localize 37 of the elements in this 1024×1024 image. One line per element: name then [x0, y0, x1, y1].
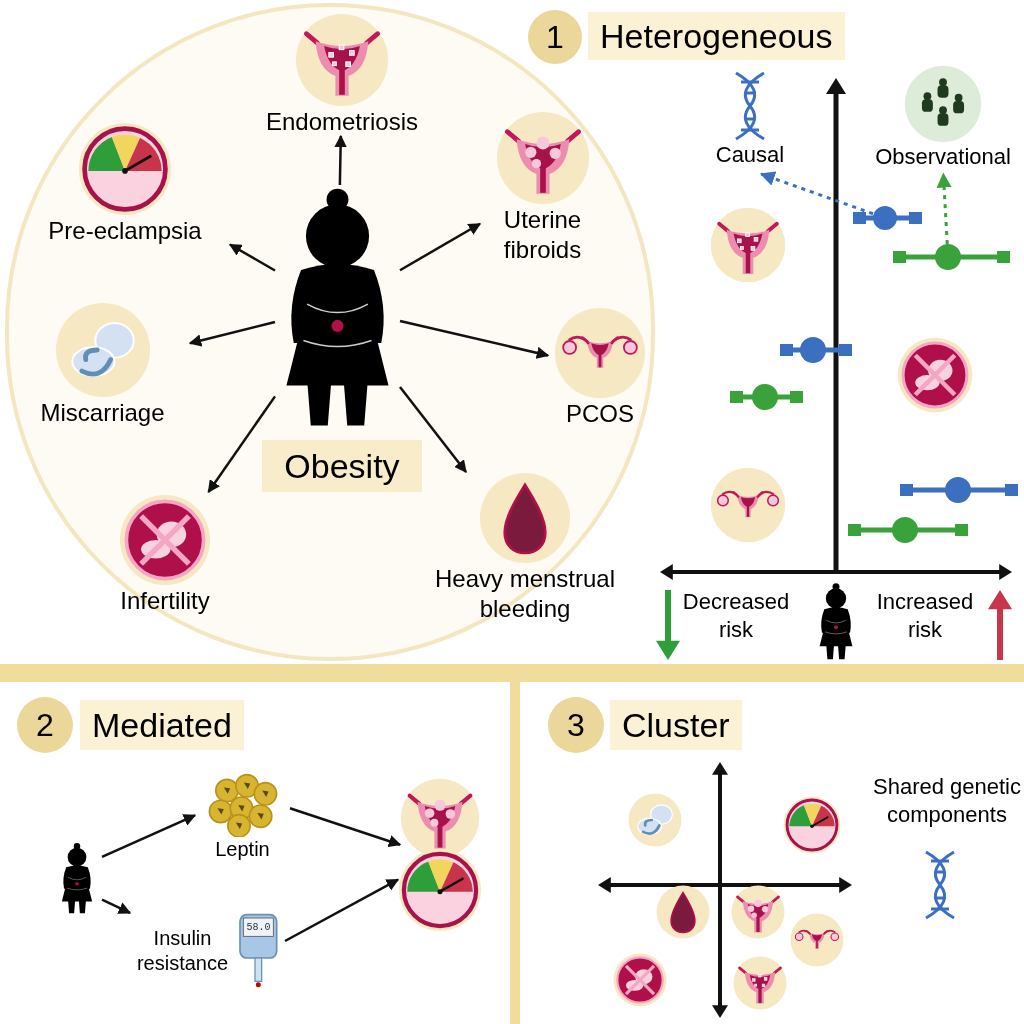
section-title: Heterogeneous: [588, 12, 845, 60]
arrow: [399, 319, 550, 359]
meter-reading: 58.0: [245, 920, 272, 935]
arrow: [101, 814, 197, 858]
step-number: 2: [17, 697, 73, 753]
axis-label: Increased risk: [875, 588, 975, 643]
arrow: [334, 134, 347, 186]
arrow: [188, 320, 276, 347]
step-number: 3: [548, 697, 604, 753]
arrow: [289, 807, 402, 848]
node-label: Leptin: [215, 837, 270, 862]
note-text: Shared genetic components: [872, 773, 1022, 828]
arrow: [228, 243, 276, 272]
arrow: [284, 878, 400, 943]
node-label: Uterine fibroids: [502, 204, 583, 265]
arrow: [936, 172, 952, 245]
node-label: Causal: [715, 141, 785, 169]
arrow: [399, 386, 467, 473]
section-title: Mediated: [80, 700, 244, 750]
node-label: Observational: [875, 143, 1011, 171]
node-label: Endometriosis: [265, 107, 419, 137]
node-label: Miscarriage: [40, 398, 165, 428]
node-label: Pre-eclampsia: [48, 216, 202, 246]
arrow: [759, 171, 874, 216]
axis-label: Decreased risk: [681, 588, 791, 643]
data-point: [873, 206, 897, 230]
node-label: Infertility: [120, 585, 210, 616]
node-label: Insulin resistance: [135, 925, 230, 976]
node-label: PCOS: [566, 398, 634, 429]
arrow: [399, 222, 482, 272]
node-label: Heavy menstrual bleeding: [433, 564, 617, 624]
step-number: 1: [528, 10, 582, 64]
data-point: [935, 244, 961, 270]
title-label: Obesity: [262, 440, 422, 492]
arrow: [207, 395, 277, 494]
arrow: [101, 898, 132, 915]
section-title: Cluster: [610, 700, 742, 750]
